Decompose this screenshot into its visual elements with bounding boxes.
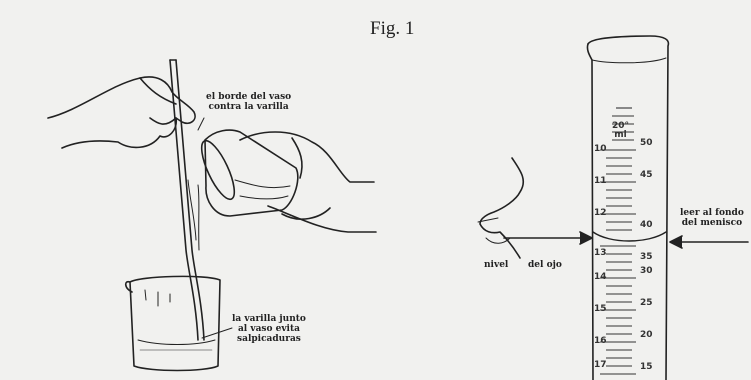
label-read-bottom-meniscus: leer al fondo del menisco	[680, 208, 744, 228]
right-hand	[240, 132, 376, 232]
left-scale-label: 13	[594, 248, 607, 258]
left-scale-label: 10	[594, 144, 607, 154]
left-scale-label: 11	[594, 176, 607, 186]
pouring-beaker	[205, 130, 298, 216]
label-eye-level-left: nivel	[484, 260, 508, 270]
figure-title: Fig. 1	[370, 18, 414, 40]
scale-label: 20	[640, 330, 653, 340]
label-rim-against-rod: el borde del vaso contra la varilla	[206, 92, 291, 112]
left-scale-label: 14	[594, 272, 607, 282]
left-scale-label: 17	[594, 360, 607, 370]
scale-label: 45	[640, 170, 653, 180]
scale-label: 30	[640, 266, 653, 276]
beaker	[130, 276, 220, 370]
scale-label: 25	[640, 298, 653, 308]
label-eye-level-right: del ojo	[528, 260, 562, 270]
scale-label: 50	[640, 138, 653, 148]
scale-label: 40	[640, 220, 653, 230]
left-scale-label: 12	[594, 208, 607, 218]
scale-label: 15	[640, 362, 653, 372]
cylinder-top-marking: 20° ml	[612, 122, 629, 140]
label-rod-against-glass: la varilla junto al vaso evita salpicadu…	[232, 314, 306, 344]
left-scale-label: 16	[594, 336, 607, 346]
scale-label: 35	[640, 252, 653, 262]
left-scale-label: 15	[594, 304, 607, 314]
